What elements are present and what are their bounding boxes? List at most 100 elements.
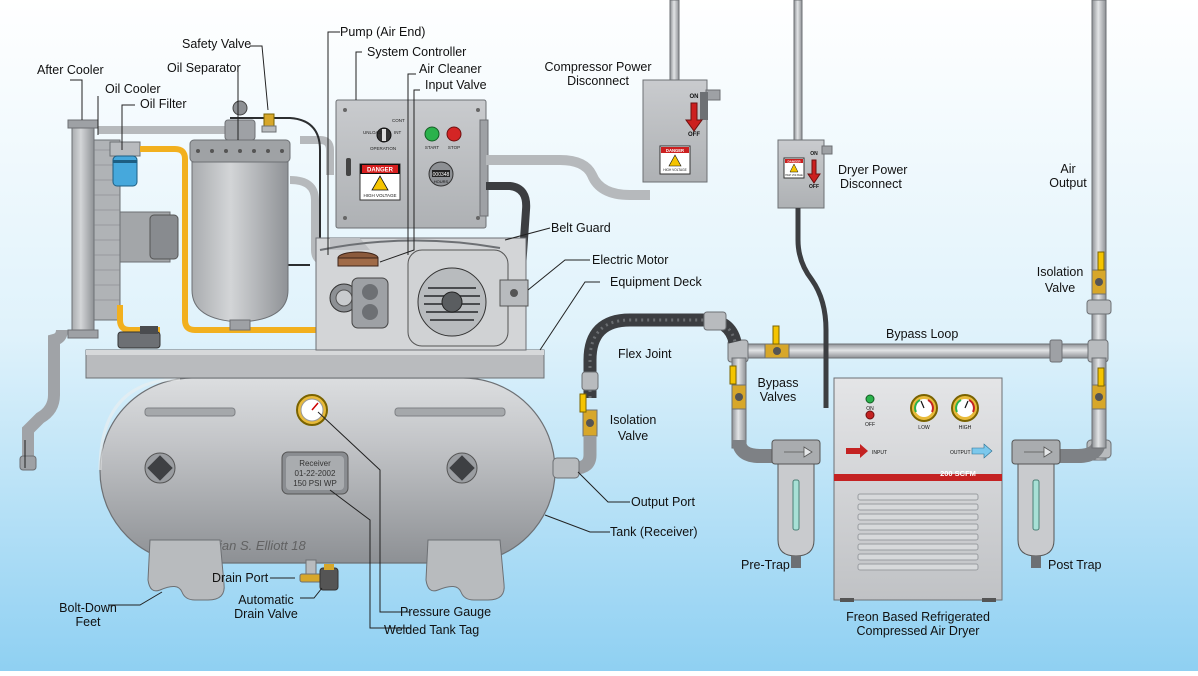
high-voltage-icon (371, 175, 389, 191)
label-dryer-disconnect-1: Dryer Power (838, 163, 908, 177)
dryer-vent-grille (857, 493, 979, 571)
refrigerated-air-dryer: ON OFF LOW HIGH INPUT OUTPUT 200 SCFM (833, 377, 1003, 602)
dryer-low-label: LOW (918, 425, 930, 431)
compressor-danger: DANGER (666, 148, 684, 153)
signature: Brian S. Elliott 18 (206, 538, 306, 553)
label-drain-port: Drain Port (212, 571, 269, 585)
bypass-valve-left (729, 365, 747, 410)
tank-port-right (446, 452, 478, 484)
isolation-valve-right-lower (1091, 367, 1107, 410)
dryer-power-disconnect: ON OFF DANGER HIGH VOLTAGE (777, 139, 833, 209)
dryer-off-arrow-icon (807, 159, 821, 184)
label-pre-trap: Pre-Trap (741, 558, 790, 572)
label-bolt-down-1: Bolt-Down (59, 601, 117, 615)
input-valve (329, 277, 389, 329)
flex-joint-hose (581, 311, 742, 398)
label-system-controller: System Controller (367, 45, 467, 59)
label-bypass-valves-1: Bypass (757, 376, 799, 390)
label-safety-valve: Safety Valve (182, 37, 252, 51)
label-after-cooler: After Cooler (37, 63, 104, 77)
hours-label: HOURS (434, 179, 449, 184)
post-trap (1011, 439, 1061, 568)
selector-cont-label: CONT (392, 118, 405, 123)
dryer-gauge-low (910, 394, 938, 422)
air-cleaner (337, 251, 379, 267)
label-pump-air-end: Pump (Air End) (340, 25, 426, 39)
start-label: START (425, 145, 440, 150)
label-input-valve: Input Valve (425, 78, 487, 92)
selector-unload-label: UNLOAD (363, 130, 383, 135)
tank-tag-line1: Receiver (299, 459, 331, 468)
automatic-drain-valve (319, 564, 339, 591)
oil-filter (109, 141, 141, 187)
output-arrow-icon (971, 443, 993, 459)
oil-cooler-fan (119, 211, 179, 263)
label-isolation-valve-top-2: Valve (1044, 281, 1076, 295)
isolation-valve-right-upper (1091, 251, 1107, 295)
pressure-gauge (296, 394, 328, 426)
dryer-input-label: INPUT (872, 450, 887, 456)
tank-port-left (144, 452, 176, 484)
tank-tag-line3: 150 PSI WP (293, 479, 337, 488)
leader-lines (24, 31, 630, 629)
label-belt-guard: Belt Guard (551, 221, 611, 235)
led-on (865, 394, 875, 404)
dryer-high-label: HIGH (959, 425, 972, 431)
drain-port (299, 559, 323, 583)
label-automatic-drain-2: Drain Valve (234, 607, 298, 621)
cooler-drain-pipe (22, 329, 68, 462)
bypass-valve-top (764, 325, 790, 359)
label-dryer-caption-2: Compressed Air Dryer (856, 624, 980, 638)
compressor-high-voltage: HIGH VOLTAGE (663, 168, 686, 172)
label-flex-joint: Flex Joint (618, 347, 672, 361)
label-compressor-disconnect-2: Disconnect (567, 74, 629, 88)
controller-high-voltage: HIGH VOLTAGE (363, 193, 396, 198)
label-post-trap: Post Trap (1048, 558, 1102, 572)
compressor-warning-icon (668, 154, 682, 167)
welded-tank-tag: Receiver 01-22-2002 150 PSI WP (281, 451, 349, 495)
selector-operation-label: OPERATION (370, 146, 396, 151)
label-dryer-disconnect-2: Disconnect (840, 177, 902, 191)
motor-cable (486, 182, 531, 269)
label-oil-cooler: Oil Cooler (105, 82, 161, 96)
bolt-down-feet (147, 539, 505, 601)
label-output-port: Output Port (631, 495, 695, 509)
compressor-power-disconnect: ON OFF DANGER HIGH VOLTAGE (642, 79, 721, 183)
label-air-output-1: Air (1060, 162, 1076, 176)
label-oil-filter: Oil Filter (140, 97, 187, 111)
oil-separator (189, 100, 291, 331)
label-automatic-drain-1: Automatic (238, 593, 294, 607)
label-isolation-valve-left-1: Isolation (609, 413, 657, 427)
compressor-on-label: ON (690, 94, 699, 100)
dryer-on-label: ON (810, 151, 818, 157)
label-bypass-loop: Bypass Loop (886, 327, 959, 341)
label-dryer-caption-1: Freon Based Refrigerated (846, 610, 990, 624)
dryer-warning-icon (789, 163, 799, 173)
label-isolation-valve-top-1: Isolation (1036, 265, 1084, 279)
dryer-box-danger: DANGER (787, 160, 801, 164)
label-tank-receiver: Tank (Receiver) (610, 525, 698, 539)
stop-label: STOP (448, 145, 460, 150)
hour-counter: 000348 (433, 172, 450, 178)
dryer-led-off-label: OFF (865, 422, 875, 428)
label-welded-tank-tag: Welded Tank Tag (384, 623, 480, 637)
label-bypass-valves-2: Valves (759, 390, 797, 404)
control-line (230, 117, 321, 250)
tank-tag-line2: 01-22-2002 (295, 469, 336, 478)
dryer-output-label: OUTPUT (950, 450, 971, 456)
label-compressor-disconnect-1: Compressor Power (544, 60, 652, 74)
check-valve (117, 331, 161, 349)
label-air-cleaner: Air Cleaner (419, 62, 482, 76)
electric-motor (407, 249, 529, 347)
dryer-cable (795, 208, 829, 408)
compressor-off-label: OFF (688, 132, 700, 138)
led-off (865, 410, 875, 420)
dryer-capacity: 200 SCFM (940, 469, 976, 478)
dryer-off-label: OFF (809, 184, 819, 190)
off-arrow-icon (685, 102, 703, 132)
dryer-led-on-label: ON (866, 406, 874, 412)
system-controller: CONT UNLOAD INT OPERATION START STOP DAN… (335, 99, 489, 229)
label-isolation-valve-left-2: Valve (617, 429, 649, 443)
label-pressure-gauge: Pressure Gauge (400, 605, 492, 619)
